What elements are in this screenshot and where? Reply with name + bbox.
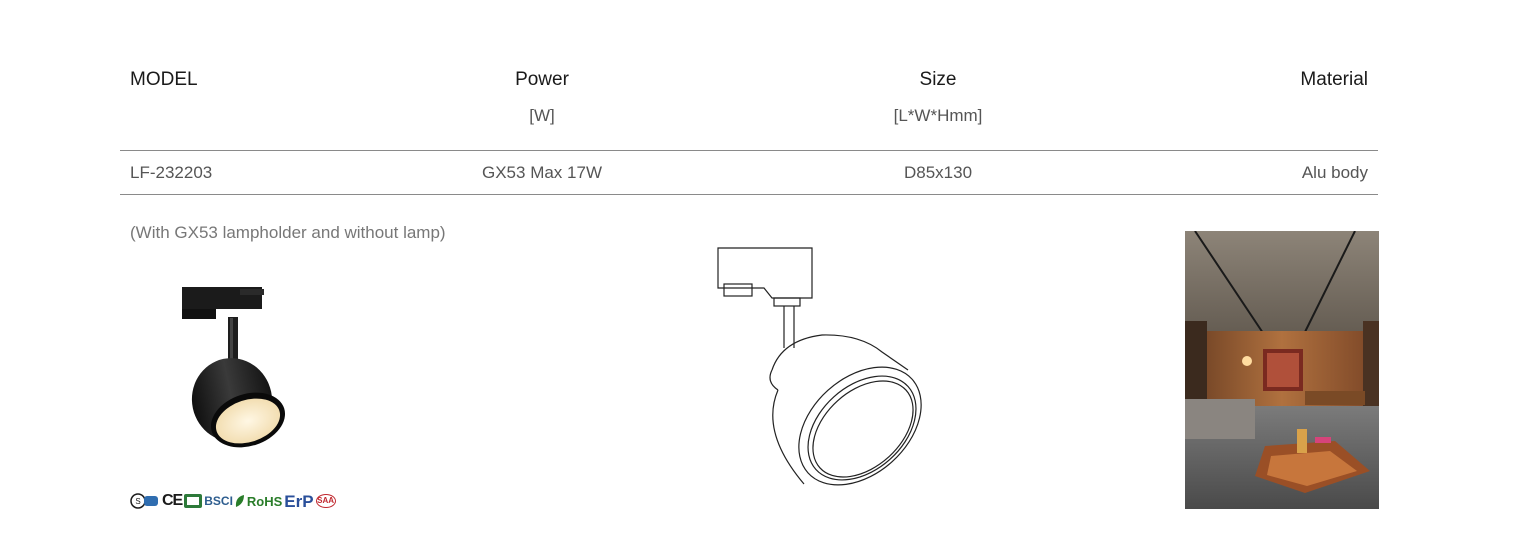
- header-row: MODEL Power Size Material: [120, 60, 1378, 100]
- header-material: Material: [1300, 69, 1368, 90]
- table-divider-top: [120, 150, 1378, 151]
- unit-model: [120, 100, 370, 150]
- cell-power: GX53 Max 17W: [482, 163, 602, 182]
- ce-mark: CE: [162, 492, 183, 509]
- rohs-logo: RoHS: [246, 493, 283, 509]
- unit-power: [W]: [529, 106, 555, 125]
- cell-model: LF-232203: [130, 163, 213, 182]
- unit-size: [L*W*Hmm]: [893, 106, 983, 125]
- table-divider-bottom: [120, 194, 1378, 195]
- unit-material: [1162, 100, 1378, 150]
- header-size: Size: [919, 69, 957, 90]
- header-model: MODEL: [130, 69, 198, 90]
- bsci-logo: BSCI: [204, 494, 233, 508]
- unit-row: [W] [L*W*Hmm]: [120, 100, 1378, 150]
- cell-material: Alu body: [1301, 163, 1368, 182]
- room-photo: [1185, 231, 1379, 509]
- product-photo: [182, 287, 286, 448]
- certification-logos: S CE BSCI RoHS ErP SAA: [130, 490, 336, 512]
- cell-size: D85x130: [903, 163, 973, 182]
- spec-table: MODEL Power Size Material [W] [L*W*Hmm] …: [120, 60, 1378, 195]
- safety-mark-icon: S: [130, 493, 158, 509]
- technical-drawing: [717, 247, 922, 486]
- header-power: Power: [515, 69, 569, 90]
- erp-logo: ErP: [284, 491, 314, 511]
- saa-logo: SAA: [315, 494, 336, 508]
- table-row: LF-232203 GX53 Max 17W D85x130 Alu body: [120, 151, 1378, 194]
- svg-text:S: S: [135, 497, 140, 506]
- gs-badge-icon: [184, 494, 203, 508]
- lampholder-note: (With GX53 lampholder and without lamp): [130, 223, 446, 242]
- leaf-icon: [235, 495, 244, 507]
